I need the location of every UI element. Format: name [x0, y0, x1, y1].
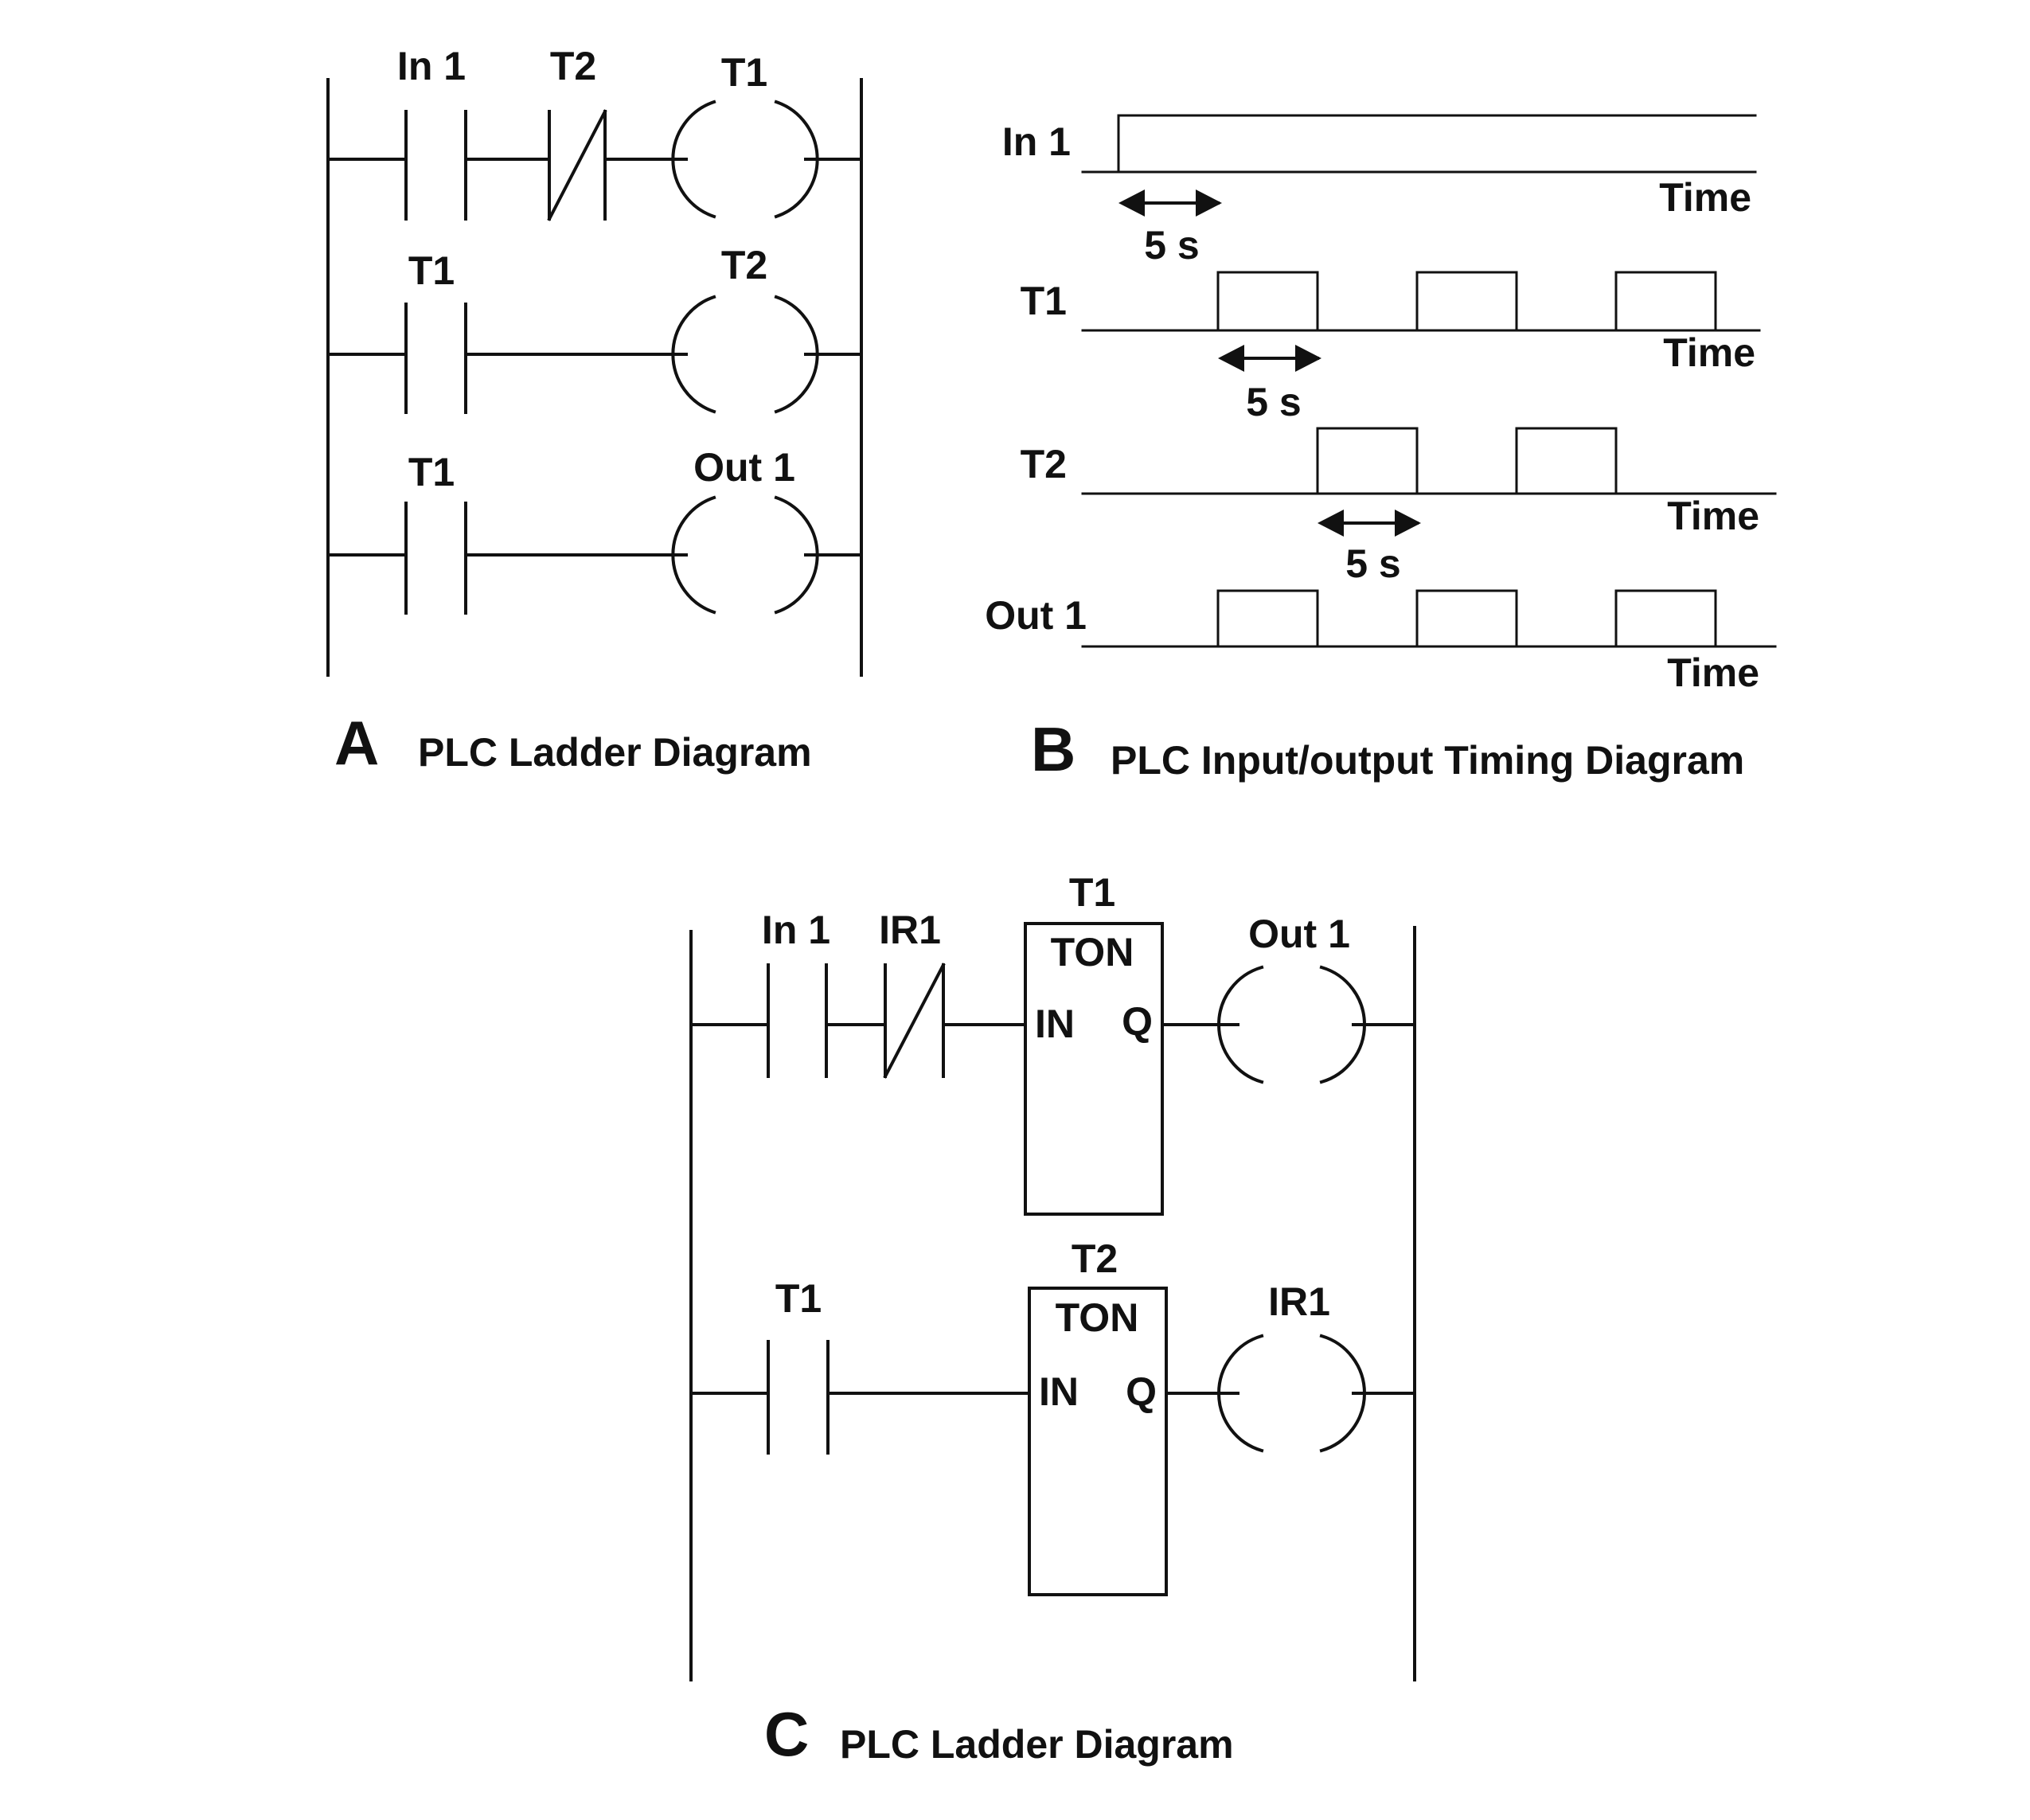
panel-b-caption: PLC Input/output Timing Diagram — [1111, 738, 1744, 783]
ton-timer-block-t1 — [1024, 922, 1164, 1216]
panel-letter-c: C — [764, 1699, 809, 1769]
label-coil-out1: Out 1 — [693, 445, 795, 490]
label-coil-out1: Out 1 — [1248, 912, 1350, 956]
label-coil-t2: T2 — [721, 243, 767, 287]
panel-a-caption: PLC Ladder Diagram — [418, 730, 812, 775]
signal-pulse — [1216, 589, 1319, 648]
panel-b: In 1 Time 5 s T1 Time 5 s — [985, 114, 1777, 784]
ladder-rung-1: In 1 T2 T1 — [326, 44, 863, 221]
coil-left-arc — [671, 495, 716, 615]
timer-name-t1: T1 — [1069, 870, 1115, 915]
time-axis-label: Time — [1659, 175, 1751, 220]
signal-t2: T2 Time 5 s — [1021, 427, 1777, 586]
coil-left-arc — [1217, 965, 1264, 1084]
label-contact-ir1: IR1 — [879, 908, 941, 952]
coil-left-arc — [671, 100, 716, 219]
ladder-rung-2: T1 T2 — [326, 243, 863, 414]
delay-label: 5 s — [1144, 223, 1200, 268]
signal-waveform — [1117, 114, 1757, 174]
signal-label: T2 — [1021, 442, 1067, 486]
time-axis-label: Time — [1667, 650, 1759, 695]
ladder-rung-2: T1 T2 TON IN Q IR1 — [689, 1236, 1416, 1596]
label-contact-t1: T1 — [408, 450, 455, 494]
signal-pulse — [1316, 427, 1419, 495]
panel-c: In 1 IR1 T1 TON IN Q Out 1 T1 T2 TON IN … — [689, 870, 1416, 1769]
time-axis-label: Time — [1663, 330, 1755, 375]
signal-label: In 1 — [1002, 119, 1071, 164]
signal-t1: T1 Time 5 s — [1021, 271, 1761, 424]
panel-letter-a: A — [334, 708, 379, 778]
delay-arrow — [1318, 510, 1421, 537]
coil-left-arc — [671, 295, 716, 414]
timer-name-t2: T2 — [1072, 1236, 1118, 1281]
timer-in-pin: IN — [1035, 1002, 1075, 1046]
panel-a: In 1 T2 T1 T1 T2 T1 Out 1 — [326, 44, 863, 778]
label-coil-t1: T1 — [721, 50, 767, 95]
delay-label: 5 s — [1246, 380, 1302, 424]
signal-pulse — [1415, 271, 1518, 332]
panel-letter-b: B — [1031, 714, 1076, 784]
label-contact-in1: In 1 — [762, 908, 830, 952]
ton-timer-block-t2 — [1028, 1287, 1168, 1596]
signal-pulse — [1515, 427, 1618, 495]
time-axis-label: Time — [1667, 494, 1759, 538]
signal-out1: Out 1 Time — [985, 589, 1777, 695]
timer-type: TON — [1051, 930, 1134, 974]
ladder-rung-1: In 1 IR1 T1 TON IN Q Out 1 — [689, 870, 1416, 1216]
signal-pulse — [1614, 589, 1717, 648]
nc-contact-slash — [547, 109, 607, 221]
signal-in1: In 1 Time 5 s — [1002, 114, 1757, 268]
signal-label: T1 — [1021, 279, 1067, 323]
label-contact-in1: In 1 — [397, 44, 466, 88]
timer-type: TON — [1056, 1295, 1139, 1340]
timer-q-pin: Q — [1126, 1369, 1157, 1414]
label-contact-t1: T1 — [408, 248, 455, 293]
coil-left-arc — [1217, 1334, 1264, 1453]
signal-pulse — [1614, 271, 1717, 332]
delay-arrow — [1118, 189, 1222, 217]
timer-q-pin: Q — [1122, 999, 1153, 1044]
label-coil-ir1: IR1 — [1268, 1279, 1330, 1324]
signal-label: Out 1 — [985, 593, 1087, 638]
signal-pulse — [1216, 271, 1319, 332]
panel-c-caption: PLC Ladder Diagram — [840, 1722, 1234, 1767]
ladder-rung-3: T1 Out 1 — [326, 445, 863, 615]
label-contact-t1: T1 — [775, 1276, 822, 1321]
delay-label: 5 s — [1345, 541, 1401, 586]
timer-in-pin: IN — [1039, 1369, 1079, 1414]
delay-arrow — [1218, 345, 1321, 372]
label-contact-t2: T2 — [550, 44, 596, 88]
nc-contact-slash — [883, 963, 946, 1079]
signal-pulse — [1415, 589, 1518, 648]
